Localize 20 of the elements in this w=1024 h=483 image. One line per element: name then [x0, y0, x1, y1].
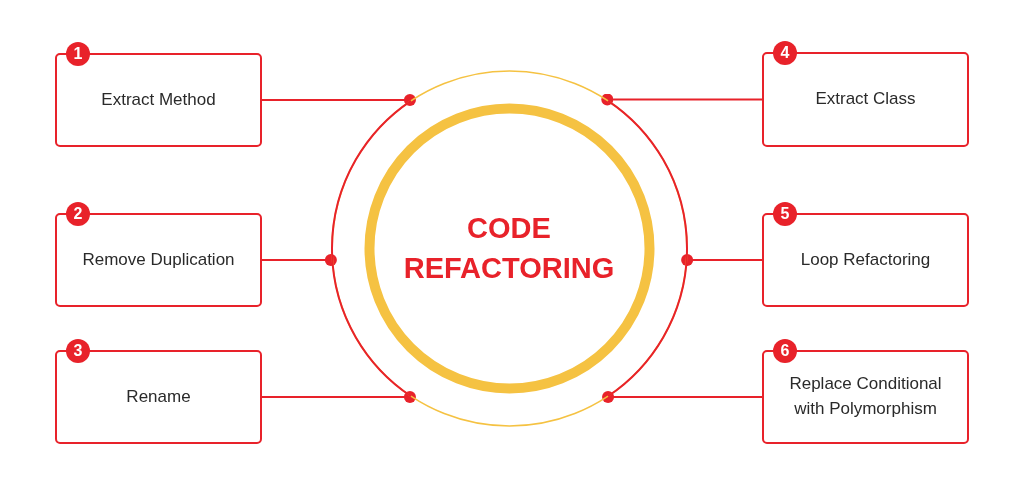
callout-number: 4	[773, 41, 797, 65]
callout-number: 2	[66, 202, 90, 226]
connector-line	[681, 254, 763, 266]
callout-number: 5	[773, 202, 797, 226]
step-label: Extract Class	[815, 88, 916, 111]
step-label: Loop Refactoring	[800, 248, 931, 271]
connector-line	[261, 94, 416, 106]
step-label: Replace Conditional with Polymorphism	[788, 373, 943, 420]
callout-number: 1	[66, 42, 90, 66]
step-label: Rename	[126, 385, 191, 408]
connector-line	[261, 254, 337, 266]
center-title: CODE REFACTORING	[402, 211, 616, 286]
callout-number: 6	[773, 339, 797, 363]
central-circle	[330, 70, 688, 427]
connector-line	[601, 93, 763, 106]
connector-line	[602, 391, 763, 403]
step-label: Extract Method	[101, 88, 216, 111]
callout-number: 3	[66, 339, 90, 363]
step-label: Remove Duplication	[82, 248, 235, 271]
connector-line	[261, 391, 416, 403]
